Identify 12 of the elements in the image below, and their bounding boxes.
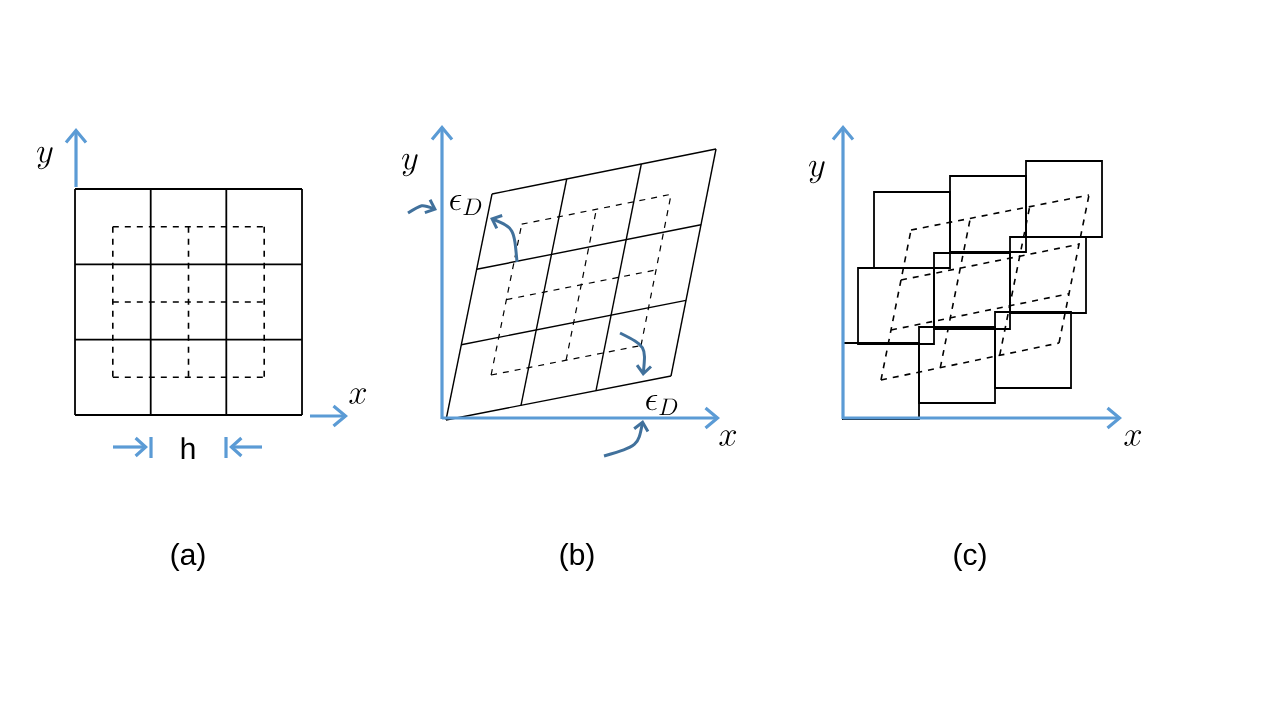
axis-label: $y$: [402, 153, 418, 177]
panel-label: (c): [954, 543, 986, 571]
angle-label: $\epsilon_D$: [646, 394, 678, 416]
dimension-label: h: [181, 437, 195, 459]
angle-label: $\epsilon_D$: [450, 194, 482, 216]
axis-label: $x$: [719, 430, 737, 446]
axis-label: $x$: [1124, 430, 1142, 446]
axis-label: $x$: [349, 388, 367, 404]
axis-label: $y$: [37, 146, 53, 170]
axis-label: $y$: [809, 160, 825, 184]
panel-label: (a): [171, 543, 205, 571]
panel-label: (b): [560, 543, 594, 571]
